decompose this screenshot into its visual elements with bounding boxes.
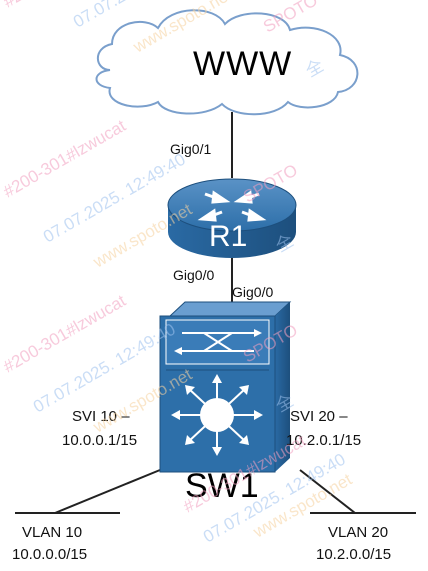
svi20-label-line2: 10.2.0.1/15	[286, 432, 362, 449]
vlan20-name: VLAN 20	[328, 524, 389, 541]
cloud-label: WWW	[193, 45, 293, 83]
router-port-up-label: Gig0/1	[170, 141, 212, 157]
cloud-icon	[95, 9, 359, 116]
vlan20-subnet: 10.2.0.0/15	[316, 546, 392, 563]
layer3-switch-icon	[159, 301, 292, 473]
switch-port-up-label: Gig0/0	[232, 284, 274, 300]
svi20-label-line1: SVI 20 –	[290, 408, 348, 425]
switch-name-label: SW1	[185, 467, 259, 505]
router-port-down-label: Gig0/0	[173, 267, 215, 283]
svi10-label-line1: SVI 10 –	[72, 408, 130, 425]
link-switch-vlan10	[54, 469, 161, 514]
link-switch-vlan20	[299, 469, 356, 514]
svi10-label-line2: 10.0.0.1/15	[62, 432, 138, 449]
router-icon	[167, 178, 297, 258]
vlan10-name: VLAN 10	[22, 524, 83, 541]
router-name-label: R1	[209, 220, 248, 253]
vlan10-subnet: 10.0.0.0/15	[12, 546, 88, 563]
